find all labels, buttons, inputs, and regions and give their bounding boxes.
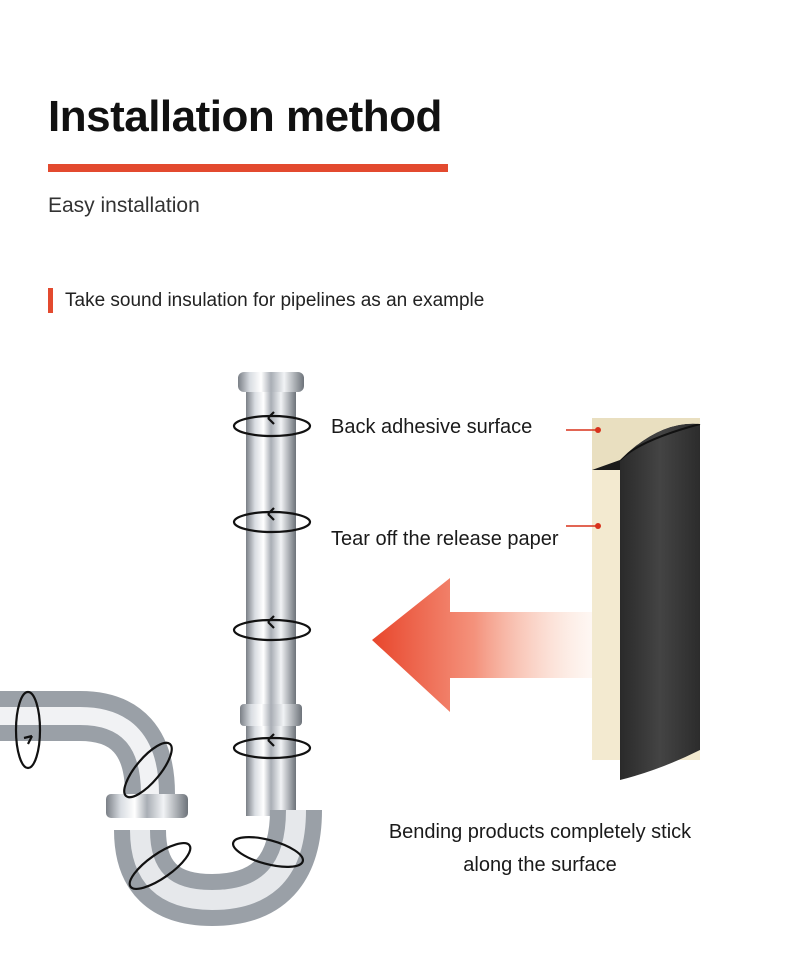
caption-line-2: along the surface [463, 854, 617, 876]
label-pointers [566, 427, 601, 529]
illustration [0, 372, 701, 927]
label-back-adhesive: Back adhesive surface [331, 416, 533, 438]
label-release-paper: Tear off the release paper [331, 528, 559, 550]
section-heading-text: Take sound insulation for pipelines as a… [65, 289, 485, 311]
page-title: Installation method [48, 92, 442, 141]
caption: Bending products completely stick along … [340, 816, 740, 882]
section-marker [48, 288, 53, 313]
caption-line-1: Bending products completely stick [388, 821, 692, 843]
wrap-arrow-icon [14, 411, 312, 890]
direction-arrow-icon [372, 578, 600, 712]
pipe-illustration [0, 372, 322, 927]
insulation-sheet-illustration [592, 418, 701, 780]
section-heading: Take sound insulation for pipelines as a… [48, 288, 484, 313]
page-subtitle: Easy installation [48, 194, 200, 217]
title-underline [48, 164, 448, 172]
